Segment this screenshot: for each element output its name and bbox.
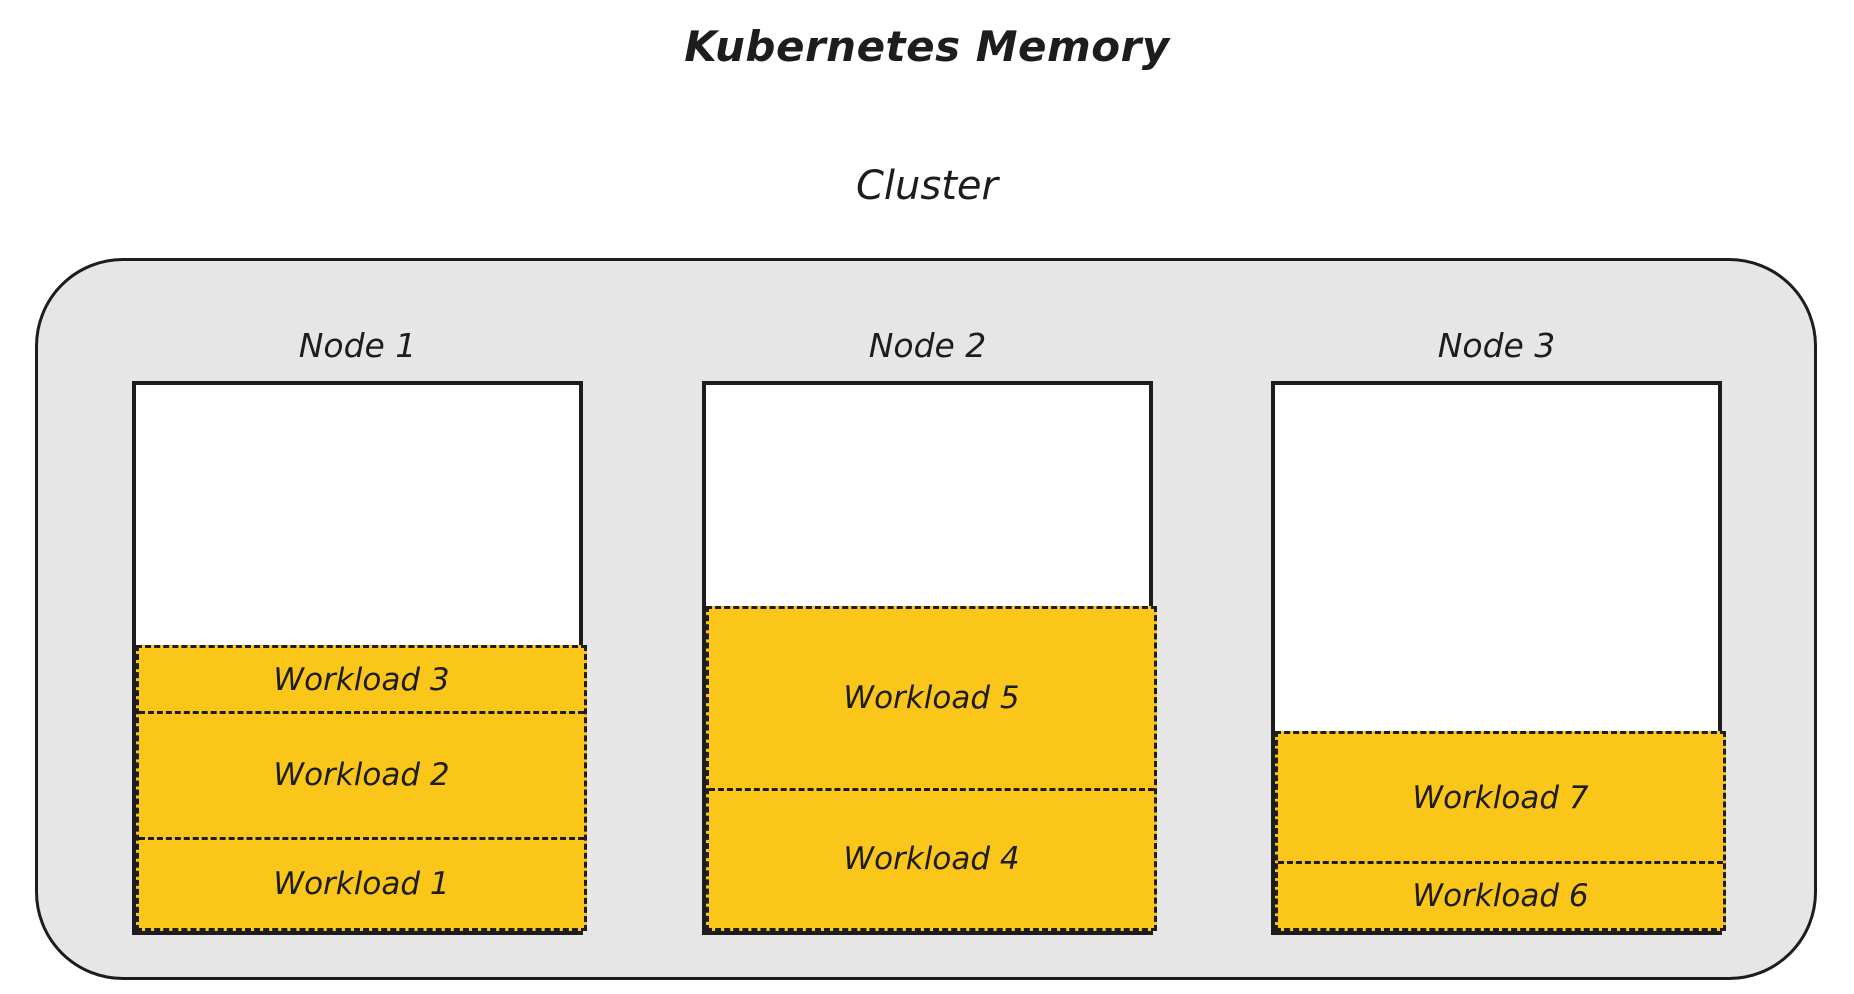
cluster-label: Cluster: [856, 163, 998, 209]
workload-block[interactable]: Workload 7: [1278, 734, 1723, 862]
workload-label: Workload 4: [843, 841, 1020, 878]
node-memory-box-3: Workload 7 Workload 6: [1271, 381, 1726, 935]
workload-label: Workload 7: [1412, 779, 1589, 816]
node-column-3: Node 3 Workload 7 Workload 6: [1271, 320, 1726, 938]
node-memory-box-1: Workload 3 Workload 2 Workload 1: [132, 381, 587, 935]
node-memory-box-2: Workload 5 Workload 4: [702, 381, 1157, 935]
page-title: Kubernetes Memory: [684, 22, 1170, 71]
workload-stack-1: Workload 3 Workload 2 Workload 1: [136, 645, 587, 931]
workload-stack-3: Workload 7 Workload 6: [1275, 731, 1726, 931]
workload-label: Workload 1: [273, 865, 450, 902]
node-column-2: Node 2 Workload 5 Workload 4: [702, 320, 1157, 938]
workload-block[interactable]: Workload 5: [709, 608, 1154, 788]
workload-block[interactable]: Workload 1: [139, 836, 584, 928]
workload-block[interactable]: Workload 4: [709, 787, 1154, 928]
node-label-3: Node 3: [1437, 326, 1556, 365]
node-label-1: Node 1: [298, 326, 417, 365]
workload-label: Workload 3: [273, 661, 450, 698]
node-label-2: Node 2: [868, 326, 987, 365]
node-column-1: Node 1 Workload 3 Workload 2 Workload 1: [132, 320, 587, 938]
workload-label: Workload 6: [1412, 878, 1589, 915]
workload-label: Workload 5: [843, 680, 1020, 717]
workload-block[interactable]: Workload 2: [139, 710, 584, 837]
workload-block[interactable]: Workload 3: [139, 648, 584, 711]
workload-label: Workload 2: [273, 757, 450, 794]
workload-block[interactable]: Workload 6: [1278, 861, 1723, 928]
workload-stack-2: Workload 5 Workload 4: [706, 605, 1157, 931]
